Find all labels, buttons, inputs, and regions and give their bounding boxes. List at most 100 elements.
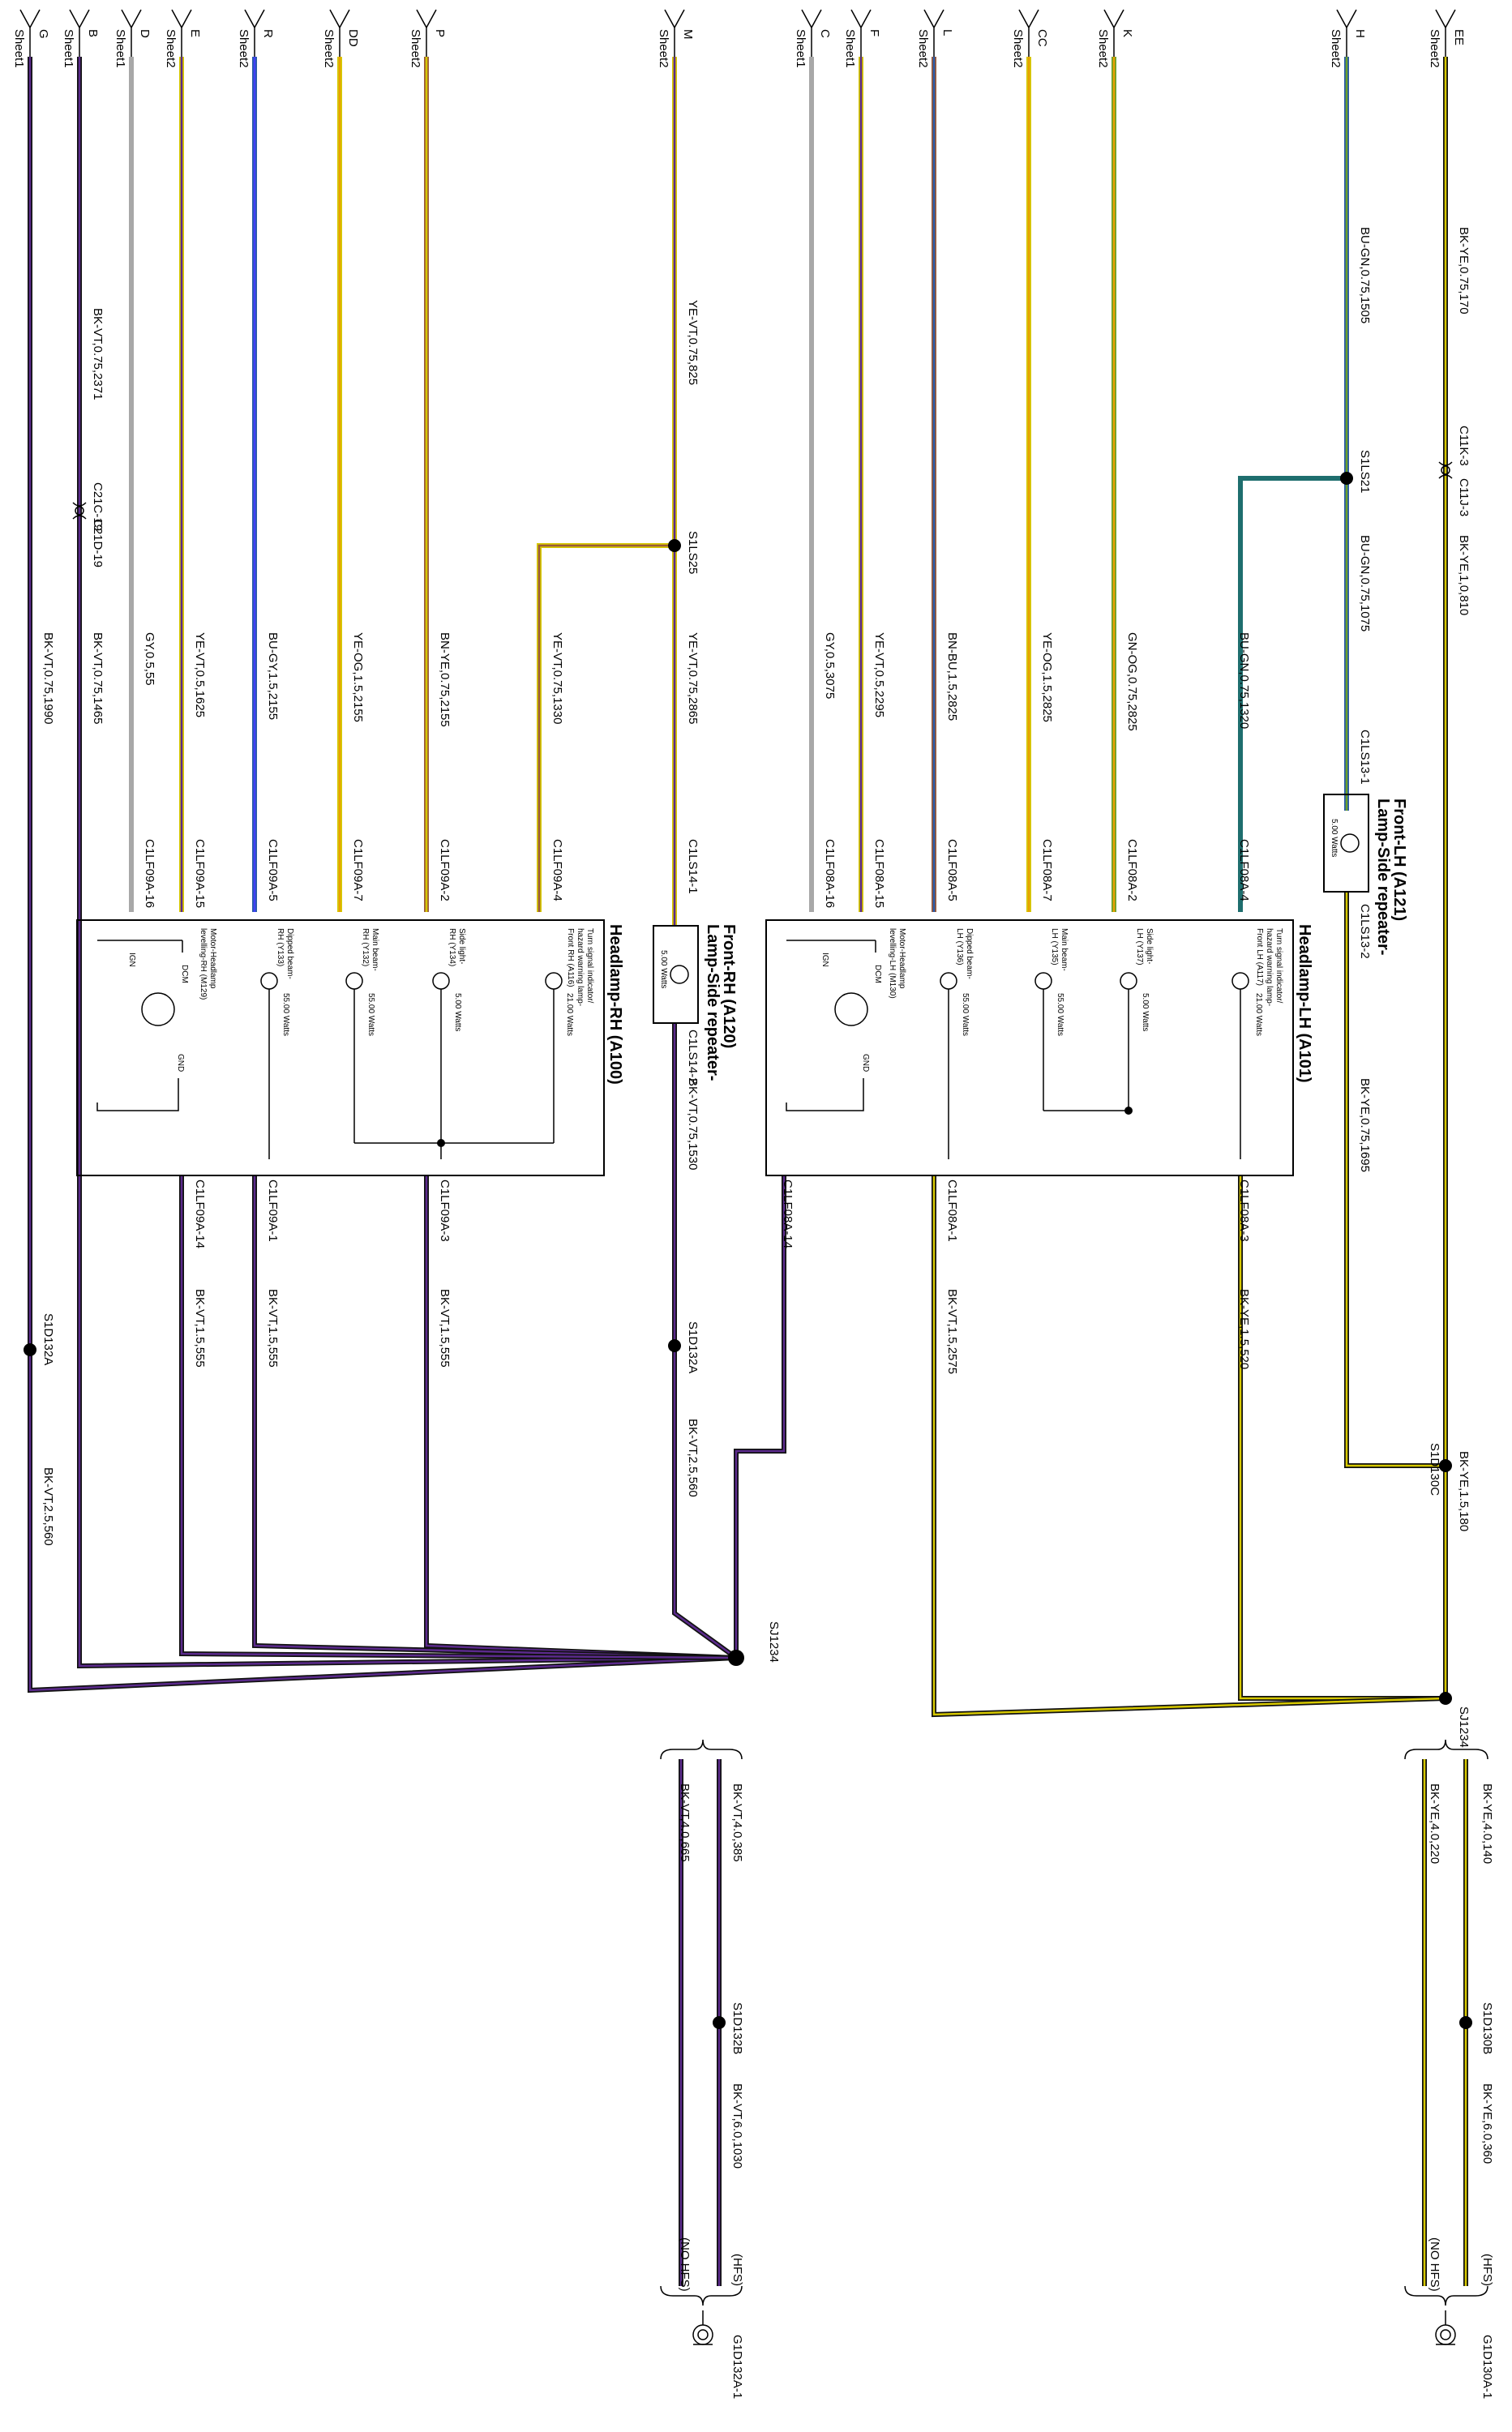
wire-a120-out — [672, 1023, 738, 1660]
offpage-connector-cc[interactable]: CC Sheet2 — [1011, 9, 1049, 68]
offpage-connector-p[interactable]: P Sheet2 — [409, 9, 447, 68]
offpage-connector-dd[interactable]: DD Sheet2 — [322, 9, 360, 68]
bulb-icon — [670, 965, 689, 984]
svg-text:IGN: IGN — [820, 953, 829, 967]
offpage-connector-l[interactable]: L Sheet2 — [916, 9, 954, 68]
splice-dot — [1439, 1459, 1452, 1472]
svg-text:Lamp-Side repeater-: Lamp-Side repeater- — [1374, 799, 1392, 955]
wire-g — [28, 57, 737, 1693]
wire-label: BU-GY,1.5,2155 — [266, 632, 280, 720]
pin-label: C1LF08A-2 — [1125, 839, 1139, 901]
bulb-icon — [940, 972, 957, 990]
svg-text:Sheet2: Sheet2 — [1428, 29, 1441, 68]
offpage-connector-e[interactable]: E Sheet2 — [164, 9, 202, 68]
lamp-side-repeater-front-rh[interactable]: 5.00 Watts Lamp-Side repeater- Front-RH … — [653, 924, 738, 1081]
svg-text:Sheet2: Sheet2 — [916, 29, 930, 68]
offpage-connector-c[interactable]: C Sheet1 — [794, 9, 832, 68]
wire-b-stripe — [78, 57, 737, 1668]
ground-icon — [692, 2310, 713, 2345]
pin-label: C1LF08A-4 — [1237, 839, 1251, 901]
svg-text:G: G — [36, 29, 50, 39]
pin-label: C1LS14-2 — [686, 1030, 700, 1085]
option-label-hfs: (HFS) — [730, 2254, 744, 2286]
wire-a100-gnd3-stripe — [180, 1175, 737, 1659]
svg-text:Sheet1: Sheet1 — [843, 29, 857, 68]
pin-label: C1LS13-1 — [1358, 730, 1372, 785]
wire-label: BK-VT,1.5,555 — [193, 1289, 207, 1368]
pin-label: C21D-19 — [91, 519, 105, 567]
pin-labels: C11K-3 C11J-3 C1LS13-1 C1LS13-2 C1LF08A-… — [91, 426, 1494, 2399]
svg-text:P: P — [433, 29, 447, 37]
wire-a100-gnd2 — [252, 1175, 737, 1660]
offpage-connector-d[interactable]: D Sheet1 — [114, 9, 152, 68]
wire-label: BK-YE,1.5,180 — [1457, 1451, 1471, 1531]
offpage-connector-f[interactable]: F Sheet1 — [843, 9, 881, 68]
wire-label: BK-VT,1.5,555 — [266, 1289, 280, 1368]
wire-label: BK-VT,6.0,1030 — [730, 2083, 744, 2169]
offpage-connector-m[interactable]: M Sheet2 — [657, 9, 695, 68]
offpage-connector-k[interactable]: K Sheet2 — [1096, 9, 1134, 68]
wire-g-stripe — [28, 57, 737, 1692]
wire-label: BK-VT,0.75,1530 — [686, 1078, 700, 1170]
svg-text:levelling-LH (M130): levelling-LH (M130) — [888, 928, 897, 999]
pin-label: C11K-3 — [1457, 426, 1471, 466]
pin-label: C1LF09A-16 — [143, 839, 156, 908]
offpage-connector-g[interactable]: G Sheet1 — [12, 9, 50, 68]
svg-text:Sheet1: Sheet1 — [12, 29, 26, 68]
wire-label: BK-VT,4.0,385 — [730, 1783, 744, 1862]
wire-label: GY,0.5,55 — [143, 632, 156, 686]
svg-text:5.00 Watts: 5.00 Watts — [453, 993, 462, 1031]
wire-label: YE-VT,0.75,825 — [686, 300, 700, 385]
svg-text:21.00 Watts: 21.00 Watts — [565, 993, 574, 1036]
wire-a121-out — [1344, 892, 1446, 1468]
wire-label: BK-VT,0.75,2371 — [91, 308, 105, 400]
offpage-connector-h[interactable]: H Sheet2 — [1329, 9, 1367, 68]
pin-label: C1LF08A-1 — [945, 1180, 959, 1242]
svg-text:Motor-Headlamp: Motor-Headlamp — [897, 928, 906, 989]
splice-label: SJ1234 — [767, 1621, 781, 1663]
wire-label: BK-VT,1.5,555 — [438, 1289, 452, 1368]
bulb-icon — [432, 972, 450, 990]
svg-text:Side light-: Side light- — [1145, 928, 1154, 964]
splice-label: S1D132B — [730, 2002, 744, 2054]
motor-icon — [834, 992, 868, 1026]
splice-dot — [1439, 1692, 1452, 1705]
svg-text:Front RH (A116): Front RH (A116) — [566, 928, 575, 987]
pin-label: C1LF08A-7 — [1040, 839, 1054, 901]
pin-label: C1LF09A-5 — [266, 839, 280, 901]
svg-text:Sheet2: Sheet2 — [409, 29, 422, 68]
svg-text:Main beam-: Main beam- — [1060, 928, 1069, 971]
svg-text:LH (Y135): LH (Y135) — [1050, 928, 1059, 966]
splice-dot — [1340, 472, 1353, 485]
offpage-connector-b[interactable]: B Sheet1 — [62, 9, 100, 68]
wire-label: BK-VT,4.0,665 — [678, 1783, 692, 1862]
splice-label: S1D132A — [41, 1313, 55, 1365]
pin-label: C1LF09A-2 — [438, 839, 452, 901]
pin-label: C1LF08A-5 — [945, 839, 959, 901]
splice-label: S1D130B — [1480, 2002, 1494, 2054]
wire-a100-gnd1-stripe — [425, 1175, 737, 1659]
svg-text:Turn signal indicator/: Turn signal indicator/ — [585, 928, 594, 1004]
pin-label: C1LF09A-4 — [550, 839, 564, 901]
motor-icon — [141, 992, 175, 1026]
bulb-icon — [545, 972, 563, 990]
wire-label: YE-VT,0.75,2865 — [686, 632, 700, 724]
pin-label: C1LF08A-15 — [872, 839, 886, 908]
headlamp-lh[interactable]: Headlamp-LH (A101) Turn signal indicator… — [765, 919, 1313, 1176]
headlamp-rh[interactable]: Headlamp-RH (A100) Turn signal indicator… — [76, 919, 624, 1176]
svg-text:Sheet2: Sheet2 — [164, 29, 178, 68]
lamp-side-repeater-front-lh[interactable]: 5.00 Watts Lamp-Side repeater- Front-LH … — [1323, 794, 1408, 955]
wire-label: BU-GN,0.75,1320 — [1237, 632, 1251, 729]
option-label-hfs: (HFS) — [1480, 2254, 1494, 2286]
svg-text:Sheet1: Sheet1 — [62, 29, 75, 68]
wire-b — [77, 57, 737, 1669]
svg-text:21.00 Watts: 21.00 Watts — [1254, 993, 1263, 1036]
offpage-connector-ee[interactable]: EE Sheet2 — [1428, 9, 1466, 68]
wire-label: BN-YE,0.75,2155 — [438, 632, 452, 727]
svg-text:Front-RH (A120): Front-RH (A120) — [720, 924, 738, 1048]
offpage-connector-r[interactable]: R Sheet2 — [237, 9, 275, 68]
svg-text:Lamp-Side repeater-: Lamp-Side repeater- — [704, 924, 722, 1081]
splice-label: S1LS21 — [1358, 450, 1372, 493]
splice-dot — [1459, 2016, 1472, 2029]
